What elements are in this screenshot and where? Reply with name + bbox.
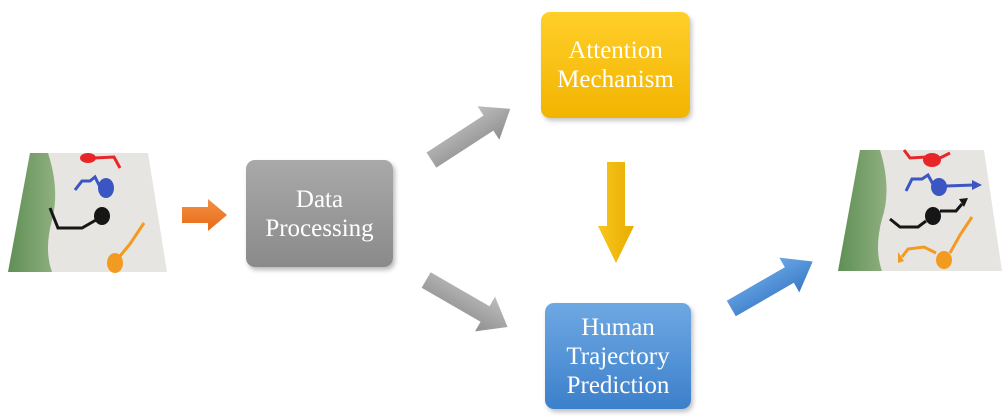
red-predicted-trajectory bbox=[902, 149, 951, 167]
input-scene-image bbox=[8, 153, 167, 273]
orange-predicted-trajectory bbox=[898, 216, 974, 269]
attention-to-prediction-arrow bbox=[598, 162, 634, 263]
attention-mechanism-node: Attention Mechanism bbox=[541, 12, 690, 118]
grass-area-output bbox=[838, 150, 887, 271]
attention-mechanism-label: Attention Mechanism bbox=[557, 37, 674, 93]
grass-area bbox=[8, 153, 56, 272]
black-predicted-trajectory bbox=[889, 198, 968, 229]
black-trajectory bbox=[48, 207, 110, 230]
output-scene-image bbox=[838, 149, 1002, 271]
red-trajectory bbox=[80, 153, 122, 169]
input-to-processing-arrow bbox=[182, 199, 227, 231]
human-trajectory-prediction-node: Human Trajectory Prediction bbox=[545, 303, 691, 409]
human-trajectory-prediction-label: Human Trajectory Prediction bbox=[566, 313, 670, 399]
processing-to-prediction-arrow bbox=[421, 272, 508, 332]
blue-trajectory bbox=[73, 174, 114, 198]
data-processing-label: Data Processing bbox=[265, 185, 374, 242]
blue-predicted-trajectory bbox=[904, 172, 982, 196]
data-processing-node: Data Processing bbox=[246, 160, 393, 267]
orange-trajectory bbox=[107, 222, 146, 273]
prediction-to-output-arrow bbox=[726, 257, 813, 317]
processing-to-attention-arrow bbox=[426, 106, 511, 168]
